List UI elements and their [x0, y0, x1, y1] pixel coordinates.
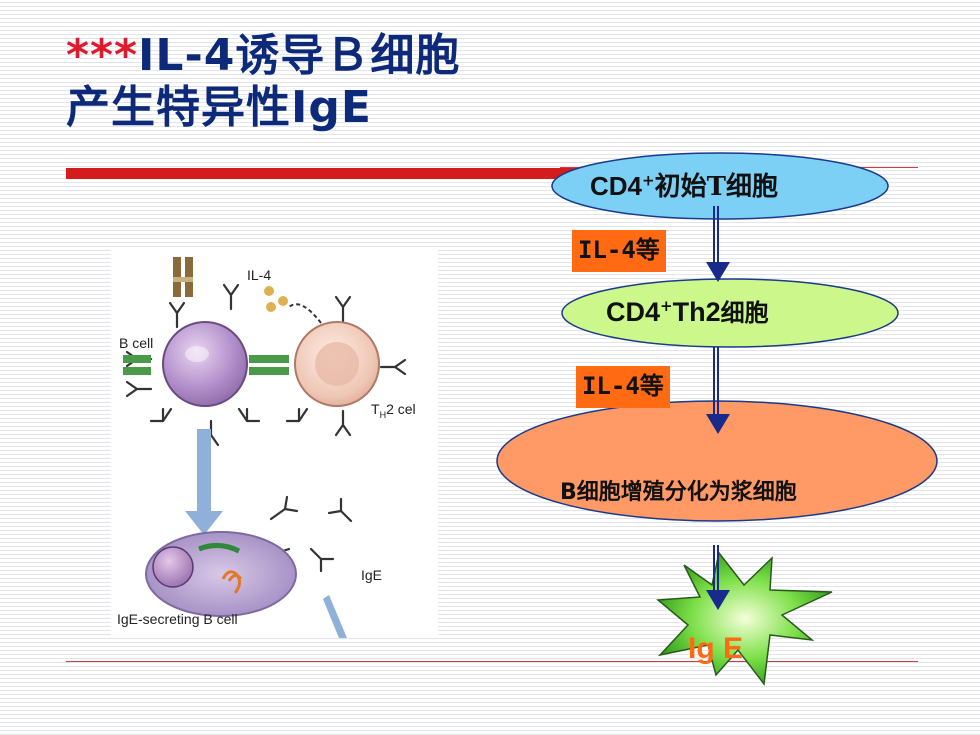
- illustration-graphic: [123, 257, 407, 638]
- ige-secreting-label: IgE-secreting B cell: [117, 611, 238, 627]
- node-cd4-th2: [561, 278, 899, 348]
- ige-label: IgE: [361, 567, 383, 583]
- slide-title: ***IL-4诱导Ｂ细胞 产生特异性IgE: [66, 30, 460, 134]
- title-line1: IL-4诱导Ｂ细胞: [138, 30, 461, 81]
- title-red-bar: [66, 168, 626, 179]
- bottom-divider-line: [66, 661, 918, 662]
- b-cell-label: B cell: [119, 335, 154, 351]
- bcell-th2-illustration: IL-4 B cell TH2 cel IgE IgE-secreting B …: [111, 249, 438, 638]
- il4-label-2: IL-4等: [576, 366, 670, 408]
- title-line2: 产生特异性IgE: [66, 82, 372, 133]
- node-cd4-naive-label: CD4+初始T细胞: [590, 171, 778, 202]
- result-ige-label: Ig E: [688, 632, 744, 665]
- node-cd4-naive: [551, 152, 889, 220]
- il4-label-1: IL-4等: [572, 230, 666, 272]
- flow-arrows: [706, 206, 730, 610]
- title-stars: ***: [66, 30, 139, 81]
- node-cd4-th2-label: CD4+Th2细胞: [606, 297, 769, 327]
- result-star-burst: [656, 551, 833, 686]
- th2-cell-label: TH2 cel: [371, 401, 416, 420]
- antibody-glyphs: [125, 283, 407, 573]
- il4-label: IL-4: [247, 267, 272, 283]
- node-bcell-differentiation-label: B细胞增殖分化为浆细胞: [560, 480, 797, 505]
